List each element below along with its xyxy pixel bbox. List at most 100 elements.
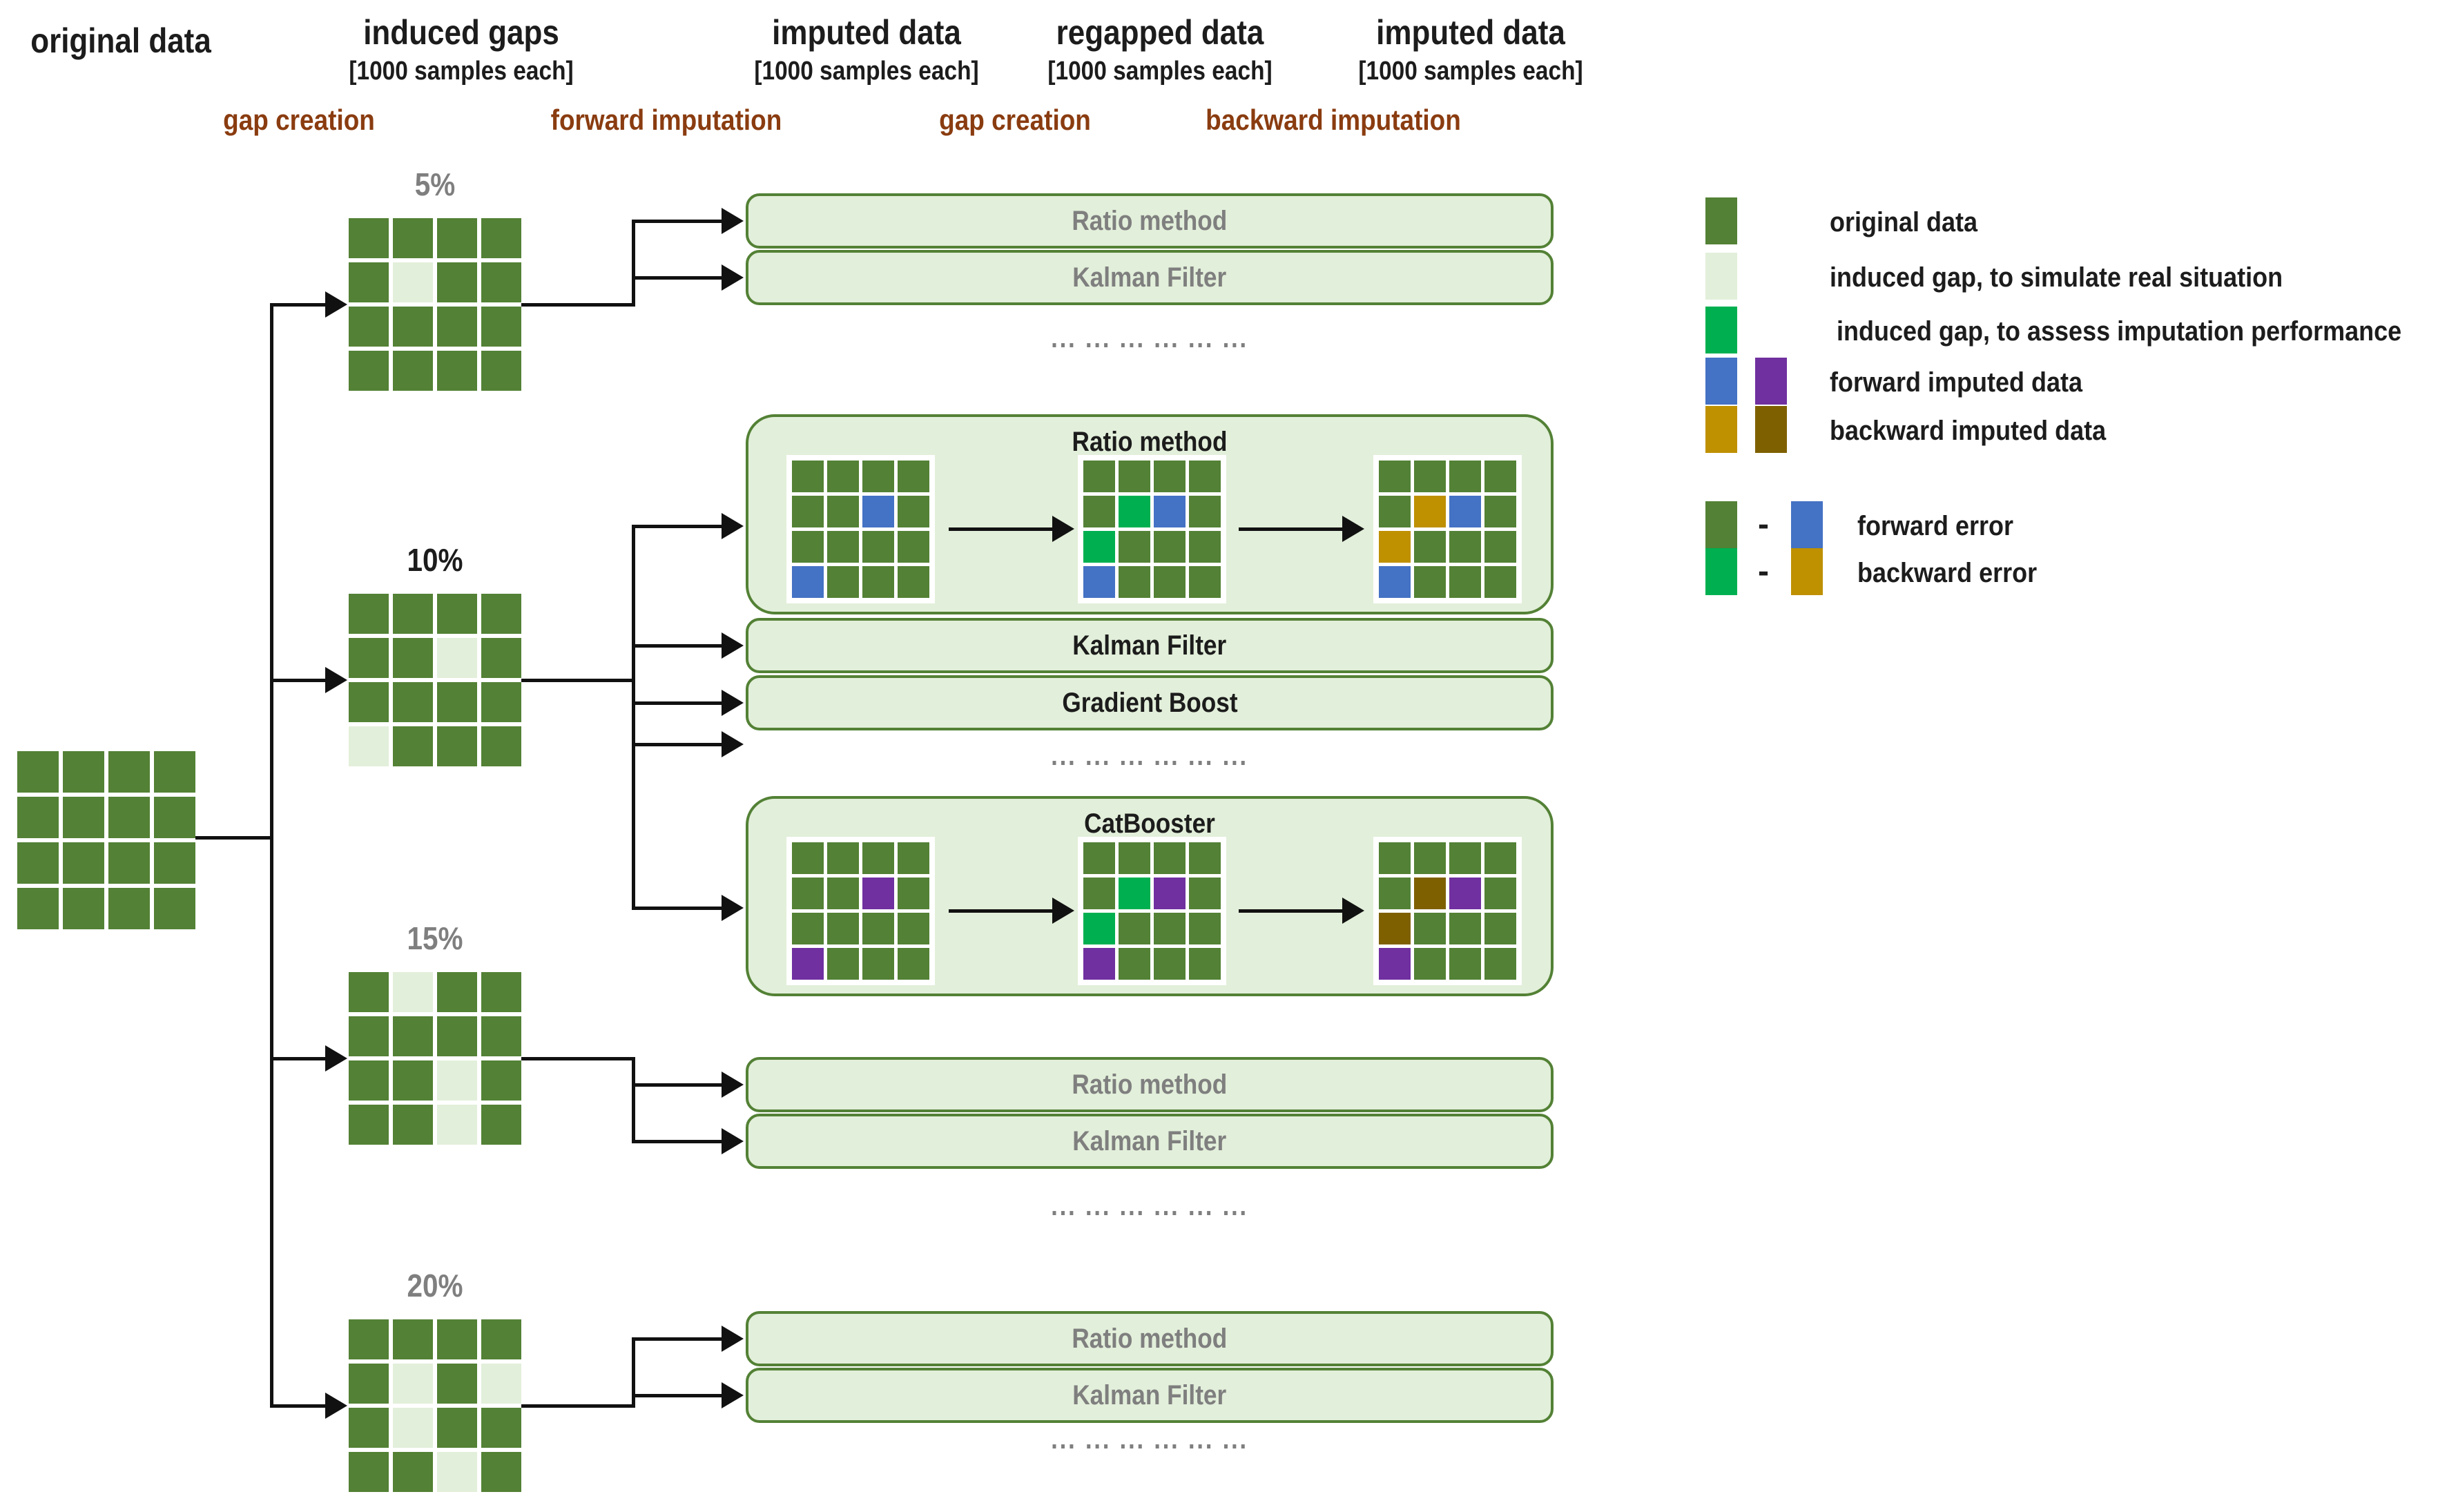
connector-15pct-grid-out [521, 1057, 635, 1060]
grid-cell [1083, 496, 1115, 527]
arrowhead-into-20pct-grid [325, 1393, 347, 1419]
column-subtitle-imputed-data-1: [1000 samples each] [754, 57, 979, 86]
grid-cell [1083, 913, 1115, 944]
grid-cell [437, 1105, 477, 1145]
grid-cell [349, 1364, 389, 1404]
connector-15pct-to-ratio [632, 1083, 722, 1087]
grid-cell [481, 1364, 521, 1404]
grid-cell [1484, 948, 1516, 980]
grid-cell [1379, 461, 1411, 492]
grid-cell [349, 726, 389, 766]
grid-ratio-imputed [792, 461, 929, 598]
grid-cell [898, 496, 929, 527]
grid-cell [792, 566, 824, 598]
grid-cell [393, 682, 433, 722]
method-label: Ratio method [1072, 1069, 1228, 1100]
grid-ratio-backward [1379, 461, 1516, 598]
legend-label-forward-error: forward error [1857, 511, 2014, 541]
grid-cell [898, 842, 929, 874]
grid-frame-imputed [786, 455, 935, 603]
legend-swatch-backward-imputed-olive [1755, 406, 1787, 453]
grid-cell [1119, 948, 1150, 980]
grid-cell [1154, 948, 1186, 980]
grid-cell [349, 1408, 389, 1448]
connector-trunk-line [270, 303, 273, 1408]
grid-cell [1379, 531, 1411, 563]
connector-20pct-grid-out [521, 1404, 635, 1408]
grid-induced-gaps-10pct [349, 594, 521, 766]
arrowhead-10pct-catbooster [722, 895, 744, 921]
grid-cell [393, 1319, 433, 1359]
grid-ratio-regapped [1083, 461, 1221, 598]
grid-cell [1449, 948, 1481, 980]
legend-swatch-forward-imputed-purple [1755, 358, 1787, 405]
legend-swatch-backward-imputed-gold [1705, 406, 1737, 453]
grid-cell [1119, 842, 1150, 874]
grid-cell [1484, 461, 1516, 492]
method-label: Kalman Filter [1072, 630, 1227, 661]
grid-cell [481, 972, 521, 1012]
grid-cell [862, 878, 894, 909]
grid-cell [1449, 878, 1481, 909]
grid-cell [437, 351, 477, 391]
grid-cell [1414, 878, 1446, 909]
grid-cell [437, 682, 477, 722]
grid-cell [827, 566, 859, 598]
grid-cat-regapped [1083, 842, 1221, 980]
method-box-15pct-ratio: Ratio method [746, 1057, 1554, 1112]
percent-label-5: 5% [414, 166, 456, 202]
grid-cell [1379, 913, 1411, 944]
arrowhead-10pct-kalman [722, 632, 744, 659]
grid-cell [1189, 913, 1221, 944]
grid-cell [827, 496, 859, 527]
method-label: Kalman Filter [1072, 1125, 1227, 1156]
grid-cell [481, 218, 521, 258]
grid-cell [393, 218, 433, 258]
grid-cell [17, 751, 59, 793]
grid-cell [1119, 566, 1150, 598]
grid-cell [1189, 948, 1221, 980]
grid-cell [437, 972, 477, 1012]
grid-cell [792, 913, 824, 944]
connector-5pct-riser [632, 220, 635, 307]
column-title-imputed-data-1: imputed data [772, 13, 961, 52]
percent-label-20: 20% [407, 1268, 463, 1303]
connector-10pct-to-ellipsis [632, 743, 722, 746]
grid-induced-gaps-15pct [349, 972, 521, 1145]
grid-cell [393, 1105, 433, 1145]
grid-cell [393, 1408, 433, 1448]
grid-cell [862, 842, 894, 874]
grid-cell [792, 842, 824, 874]
grid-cell [349, 1105, 389, 1145]
grid-cell [349, 351, 389, 391]
arrowhead-15pct-kalman [722, 1128, 744, 1154]
arrowhead-into-10pct-grid [325, 667, 347, 693]
grid-cell [1379, 496, 1411, 527]
arrowhead-ratio-backward [1342, 516, 1364, 542]
grid-cell [1083, 878, 1115, 909]
grid-cell [898, 461, 929, 492]
grid-induced-gaps-5pct [349, 218, 521, 391]
legend-dash-forward-error: - [1758, 506, 1769, 543]
column-title-imputed-data-2: imputed data [1376, 13, 1565, 52]
connector-20pct-to-kalman [632, 1394, 722, 1397]
arrowhead-cat-regapped [1052, 898, 1074, 924]
grid-cell [1484, 913, 1516, 944]
grid-cell [393, 1452, 433, 1492]
grid-cell [1119, 913, 1150, 944]
grid-cell [827, 842, 859, 874]
grid-cell [1449, 531, 1481, 563]
grid-induced-gaps-20pct [349, 1319, 521, 1492]
grid-cat-imputed [792, 842, 929, 980]
grid-cell [898, 913, 929, 944]
connector-20pct-riser [632, 1337, 635, 1408]
grid-cell [1484, 842, 1516, 874]
grid-cell [1189, 842, 1221, 874]
grid-cell [437, 307, 477, 347]
grid-cell [349, 218, 389, 258]
grid-cell [827, 531, 859, 563]
arrowhead-10pct-ratio-box [722, 513, 744, 539]
grid-cell [1449, 496, 1481, 527]
grid-cell [1189, 878, 1221, 909]
